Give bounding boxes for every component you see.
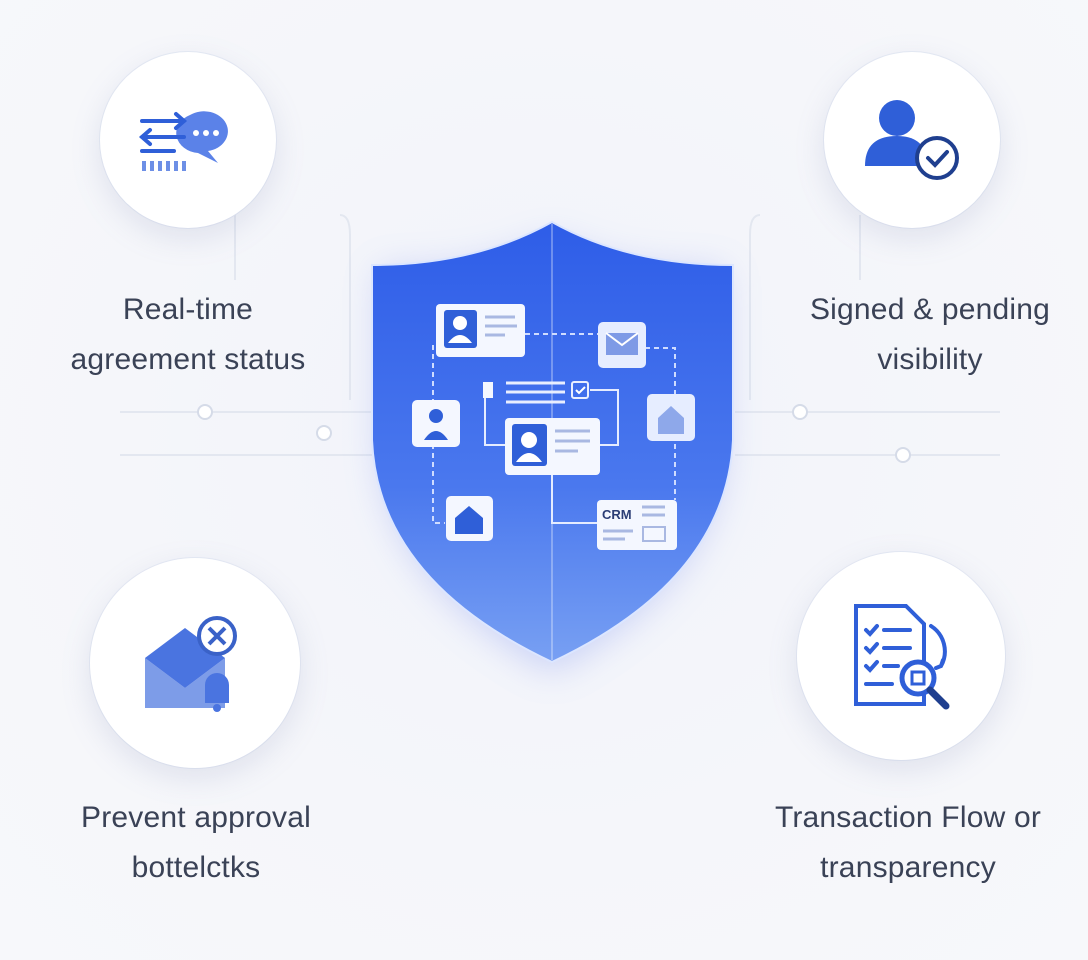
mail-tile: [598, 322, 646, 368]
transfer-strip: [483, 381, 589, 404]
chat-transfer-icon: [138, 111, 228, 171]
label-line: bottelctks: [131, 851, 261, 884]
feature-circle-transaction: [797, 552, 1005, 760]
node-dot: [316, 425, 332, 441]
label-line: visibility: [877, 343, 983, 376]
house-tile-right: [647, 394, 695, 441]
node-dot: [197, 404, 213, 420]
mail-bell-cancel-icon: [145, 616, 237, 712]
label-line: Transaction Flow or: [774, 801, 1042, 834]
feature-label-realtime: Real-time agreement status: [71, 285, 306, 385]
crm-card: CRM: [597, 500, 677, 550]
feature-circle-prevent: [90, 558, 300, 768]
node-dot: [792, 404, 808, 420]
house-tile-left: [446, 496, 493, 541]
user-tile: [412, 400, 460, 447]
label-line: Prevent approval: [80, 801, 312, 834]
feature-label-signed: Signed & pending visibility: [810, 285, 1050, 385]
crm-label: CRM: [602, 507, 632, 522]
feature-circle-signed: [824, 52, 1000, 228]
feature-label-prevent: Prevent approval bottelctks: [81, 793, 311, 893]
label-line: transparency: [820, 851, 996, 884]
feature-label-transaction: Transaction Flow or transparency: [775, 793, 1041, 893]
user-check-icon: [865, 100, 959, 180]
label-line: Signed & pending: [809, 293, 1051, 326]
label-line: agreement status: [70, 343, 306, 376]
profile-card-center: [505, 418, 600, 475]
document-search-icon: [854, 604, 950, 710]
label-line: Real-time: [122, 293, 254, 326]
feature-circle-realtime: [100, 52, 276, 228]
node-dot: [895, 447, 911, 463]
profile-card-top: [436, 304, 525, 357]
